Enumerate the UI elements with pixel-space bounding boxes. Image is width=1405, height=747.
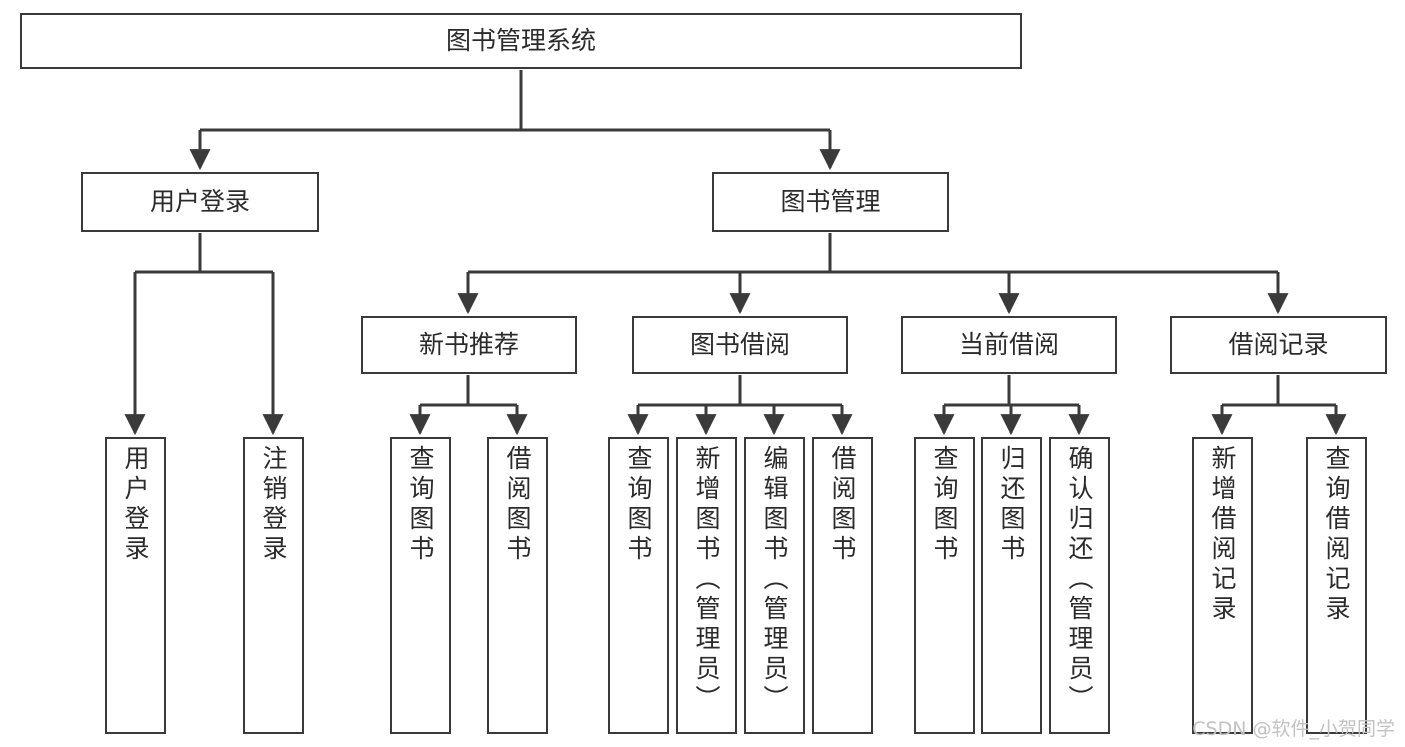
node-label: 借阅图书 bbox=[503, 445, 532, 565]
node-label: 借阅图书 bbox=[828, 445, 857, 565]
node-leaf-query-book-3[interactable]: 查询图书 bbox=[914, 437, 975, 734]
node-label: 注销登录 bbox=[259, 445, 288, 565]
node-label: 确认归还（管理员） bbox=[1065, 445, 1094, 715]
node-label: 新增借阅记录 bbox=[1208, 445, 1237, 625]
node-label: 新增图书（管理员） bbox=[692, 445, 721, 715]
node-book-borrow[interactable]: 图书借阅 bbox=[632, 316, 848, 374]
node-label: 查询图书 bbox=[930, 445, 959, 565]
node-label: 图书管理 bbox=[780, 186, 881, 216]
node-root-system[interactable]: 图书管理系统 bbox=[20, 13, 1022, 69]
node-leaf-logout-login[interactable]: 注销登录 bbox=[243, 437, 304, 734]
node-label: 借阅记录 bbox=[1228, 329, 1329, 359]
node-leaf-user-login[interactable]: 用户登录 bbox=[105, 437, 166, 734]
node-label: 用户登录 bbox=[121, 445, 150, 565]
node-leaf-borrow-book-2[interactable]: 借阅图书 bbox=[812, 437, 873, 734]
node-leaf-query-record[interactable]: 查询借阅记录 bbox=[1306, 437, 1367, 734]
node-leaf-return-book[interactable]: 归还图书 bbox=[981, 437, 1042, 734]
node-leaf-add-record[interactable]: 新增借阅记录 bbox=[1192, 437, 1253, 734]
node-leaf-query-book-1[interactable]: 查询图书 bbox=[390, 437, 451, 734]
node-label: 图书借阅 bbox=[689, 329, 790, 359]
node-leaf-add-book[interactable]: 新增图书（管理员） bbox=[676, 437, 737, 734]
node-label: 查询借阅记录 bbox=[1322, 445, 1351, 625]
node-book-manage[interactable]: 图书管理 bbox=[712, 172, 949, 232]
node-leaf-edit-book[interactable]: 编辑图书（管理员） bbox=[744, 437, 805, 734]
node-label: 用户登录 bbox=[149, 186, 250, 216]
node-label: 查询图书 bbox=[406, 445, 435, 565]
node-borrow-record[interactable]: 借阅记录 bbox=[1170, 316, 1387, 374]
node-new-book-recommend[interactable]: 新书推荐 bbox=[361, 316, 577, 374]
node-label: 新书推荐 bbox=[418, 329, 519, 359]
node-label: 编辑图书（管理员） bbox=[760, 445, 789, 715]
node-label: 当前借阅 bbox=[958, 329, 1059, 359]
node-user-login[interactable]: 用户登录 bbox=[81, 172, 319, 232]
node-label: 查询图书 bbox=[624, 445, 653, 565]
node-leaf-query-book-2[interactable]: 查询图书 bbox=[608, 437, 669, 734]
node-label: 图书管理系统 bbox=[445, 25, 596, 55]
node-current-borrow[interactable]: 当前借阅 bbox=[901, 316, 1117, 374]
node-label: 归还图书 bbox=[997, 445, 1026, 565]
node-leaf-borrow-book-1[interactable]: 借阅图书 bbox=[487, 437, 548, 734]
watermark: CSDN @软件_小贺同学 bbox=[1192, 718, 1395, 740]
node-leaf-confirm-return[interactable]: 确认归还（管理员） bbox=[1049, 437, 1110, 734]
